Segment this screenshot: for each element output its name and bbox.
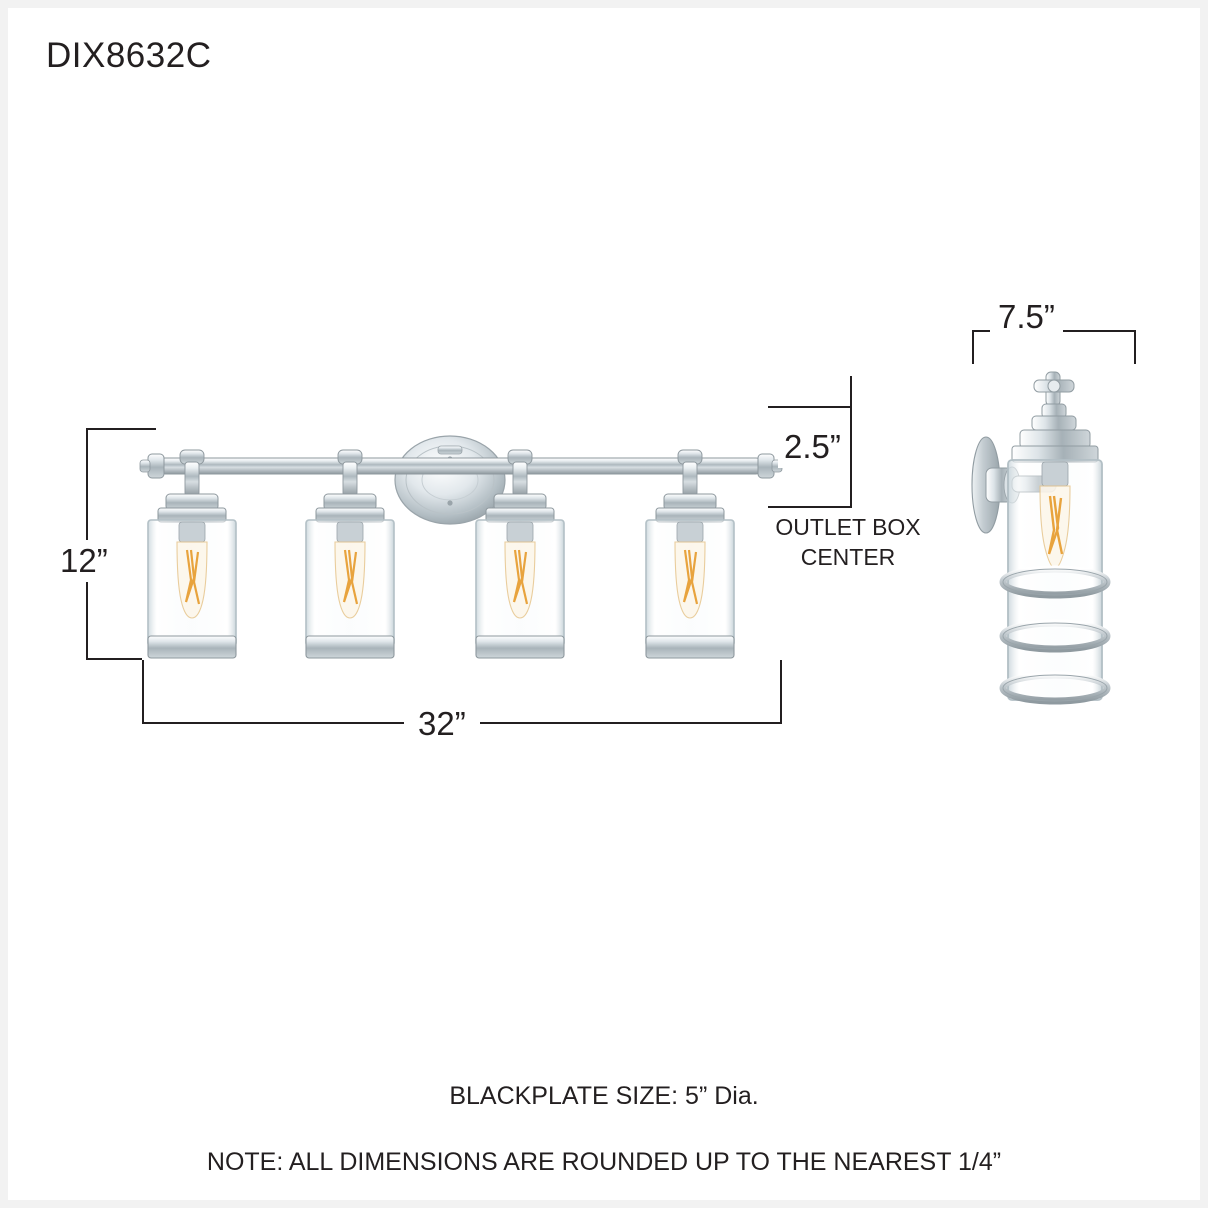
dim-backplate-vertical-line	[850, 376, 852, 508]
front-view-fixture	[139, 435, 783, 659]
dim-projection-left-tick	[972, 330, 974, 364]
dim-height-label: 12”	[54, 540, 114, 582]
dim-projection-label: 7.5”	[990, 296, 1063, 338]
dim-backplate-label: 2.5”	[778, 426, 847, 468]
dim-height-bottom-tick	[86, 658, 142, 660]
outlet-box-line2: CENTER	[800, 544, 896, 570]
dim-backplate-top-line	[768, 406, 852, 408]
dim-backplate-bottom-line	[768, 506, 852, 508]
dim-width-left-tick	[142, 660, 144, 724]
outlet-box-line1: OUTLET BOX	[775, 514, 921, 540]
outlet-box-center-label: OUTLET BOX CENTER	[768, 512, 928, 572]
rounding-note: NOTE: ALL DIMENSIONS ARE ROUNDED UP TO T…	[206, 1148, 1002, 1176]
dim-height-top-tick	[86, 428, 156, 430]
blackplate-size-note: BLACKPLATE SIZE: 5” Dia.	[449, 1082, 759, 1110]
side-view-fixture	[971, 371, 1111, 705]
page-title: DIX8632C	[46, 36, 212, 75]
dim-projection-right-tick	[1134, 330, 1136, 364]
dim-width-right-tick	[780, 660, 782, 724]
dim-width-label: 32”	[404, 703, 480, 745]
